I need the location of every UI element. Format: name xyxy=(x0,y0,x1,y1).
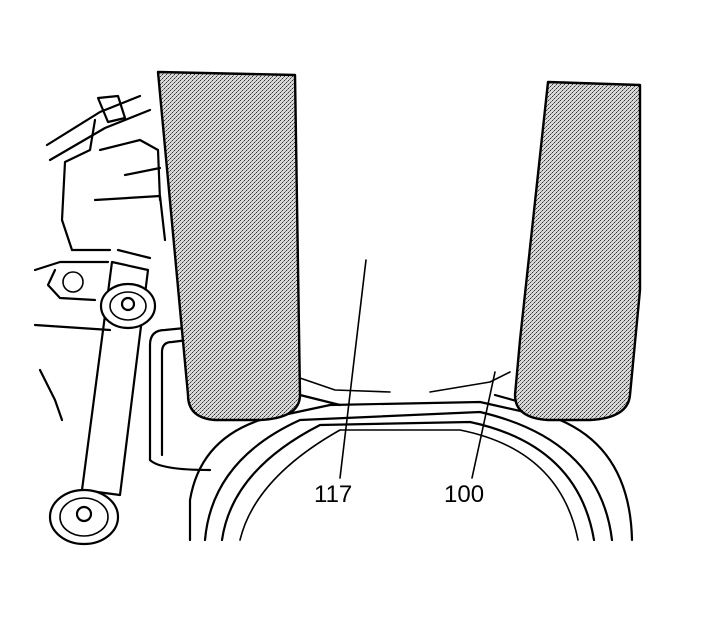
leader-line-117 xyxy=(339,259,367,479)
bolt-icon xyxy=(99,282,157,330)
seal-installer-tool-icon xyxy=(156,70,302,422)
callout-117: 117 xyxy=(314,481,352,508)
bracket-icon xyxy=(33,94,167,422)
seal-installer-tool-icon xyxy=(513,80,642,422)
callout-100: 100 xyxy=(444,481,484,508)
leader-line-100 xyxy=(471,371,496,479)
link-bar xyxy=(80,248,152,497)
bolt-icon xyxy=(48,488,120,546)
seal-ring-icon xyxy=(148,326,634,542)
